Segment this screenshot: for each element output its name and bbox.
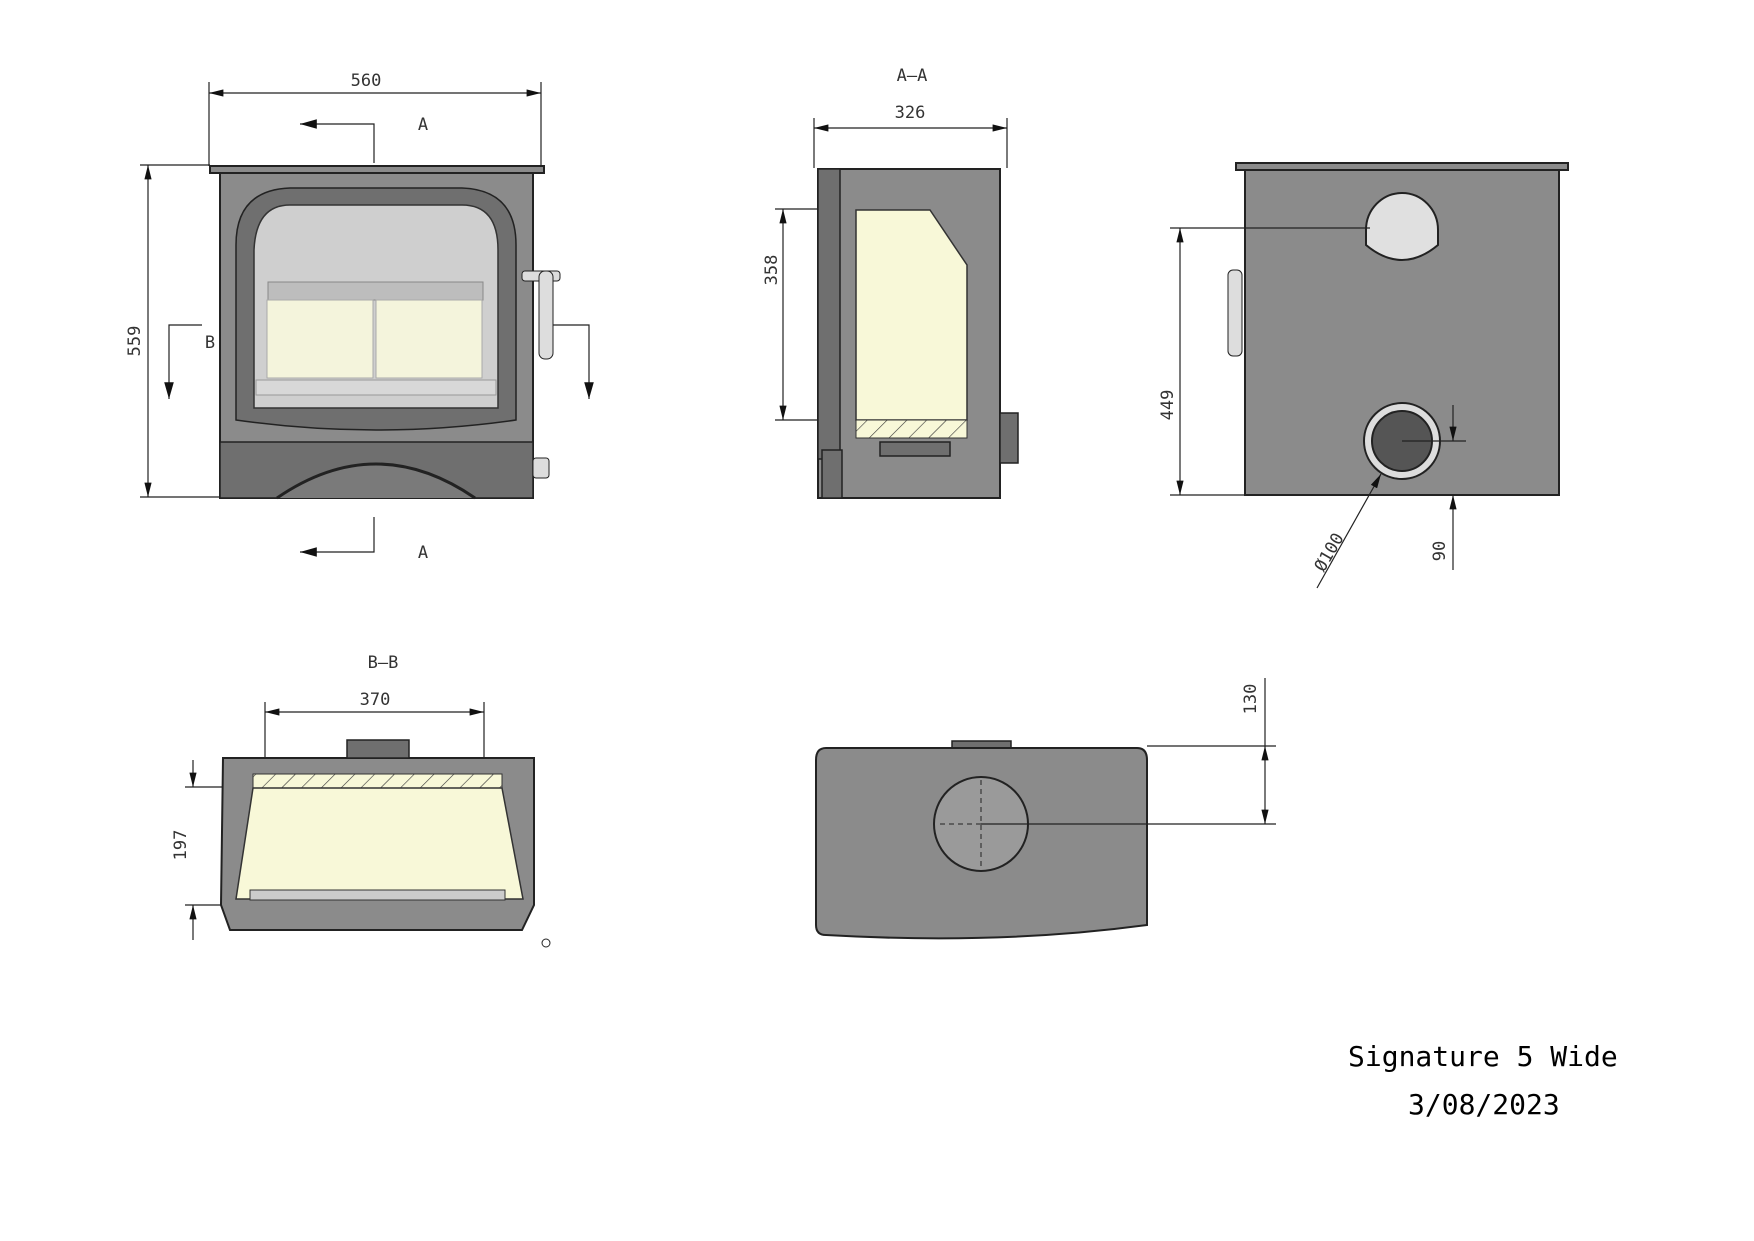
drawing-date: 3/08/2023: [1408, 1088, 1560, 1121]
bottom-section-view: B–B 370 197: [171, 653, 551, 948]
section-a-label-bottom: A: [418, 543, 428, 563]
width-dimension: 560: [351, 71, 382, 91]
depth-dimension: 326: [895, 103, 926, 123]
section-label: B–B: [368, 653, 399, 673]
back-view: 449 90 Ø100: [1158, 162, 1569, 589]
depth-dimension: 197: [171, 830, 191, 861]
height-dimension: 559: [125, 326, 145, 357]
section-a-label-top: A: [418, 115, 428, 135]
offset-dimension: 90: [1430, 541, 1450, 561]
section-label: A–A: [897, 66, 928, 86]
flue-height-dimension: 449: [1158, 390, 1178, 421]
width-dimension: 370: [360, 690, 391, 710]
model-name: Signature 5 Wide: [1348, 1040, 1618, 1073]
side-section-view: A–A 326 358: [762, 66, 1019, 499]
top-flue-outlet: [1365, 192, 1439, 261]
flue-diameter-dimension: Ø100: [1311, 530, 1349, 575]
front-view: 560 559 A A B: [125, 71, 594, 563]
top-view: 130: [815, 678, 1276, 940]
flue-offset-dimension: 130: [1241, 684, 1261, 715]
firebox-height-dimension: 358: [762, 255, 782, 286]
section-b-label: B: [205, 333, 215, 353]
